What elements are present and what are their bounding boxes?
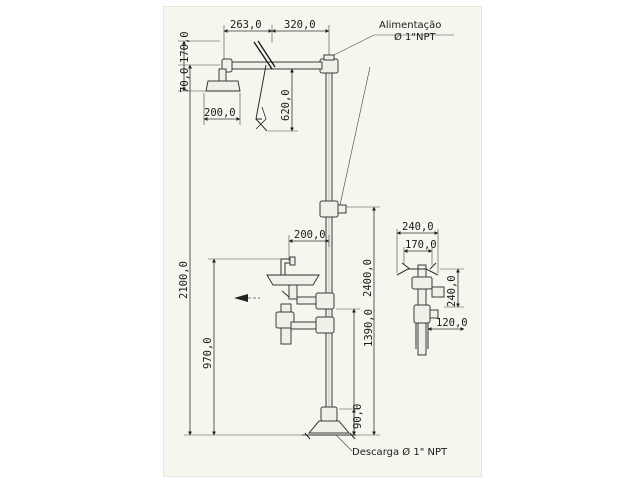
dim-2400 (346, 206, 380, 436)
dim-970 (208, 258, 282, 436)
dim-1390-label: 1390,0 (363, 309, 375, 347)
dim-side-170w-label: 170,0 (405, 239, 437, 251)
flow-arrow (234, 294, 260, 302)
dim-side-120-label: 120,0 (436, 317, 468, 329)
feed-size-label: Ø 1"NPT (394, 31, 437, 43)
feed-label: Alimentação (379, 20, 441, 31)
dim-620 (268, 68, 298, 132)
eyewash-basin (266, 256, 320, 300)
dim-70-label: 70,0 (179, 68, 191, 93)
dim-2100-label: 2100,0 (178, 261, 190, 299)
dim-90 (339, 408, 360, 436)
side-valve-detail (396, 262, 445, 356)
dim-970-label: 970,0 (202, 337, 214, 369)
feed-leader (333, 34, 454, 56)
dim-head-width (203, 93, 241, 125)
basin-piping (275, 292, 335, 345)
dim-top-horizontal (223, 25, 330, 59)
dim-620-label: 620,0 (280, 89, 292, 121)
dim-head-width-label: 200,0 (204, 107, 236, 119)
dim-basin-offset (288, 235, 330, 261)
dim-basin-offset-label: 200,0 (294, 229, 326, 241)
drain-label: Descarga Ø 1" NPT (352, 446, 448, 458)
supply-leader (339, 66, 371, 206)
dim-263-label: 263,0 (230, 19, 262, 31)
dim-head-height (178, 40, 220, 92)
shower-head (205, 68, 241, 92)
technical-drawing: 263,0 320,0 Alimentação Ø 1"NPT 170,0 70… (178, 19, 468, 458)
drain-leader (335, 434, 353, 452)
dim-side-240w (396, 229, 439, 273)
pull-handle (253, 40, 276, 132)
middle-valve-fitting (319, 200, 347, 218)
dim-side-240h (440, 268, 464, 308)
dim-side-240w-label: 240,0 (402, 221, 434, 233)
dim-side-240h-label: 240,0 (446, 275, 458, 307)
dim-170-label: 170,0 (179, 31, 191, 63)
dim-side-170w (403, 247, 433, 265)
dim-2400-label: 2400,0 (362, 259, 374, 297)
drawing-sheet: 263,0 320,0 Alimentação Ø 1"NPT 170,0 70… (163, 6, 482, 477)
shower-arm (221, 58, 323, 73)
dim-90-label: 90,0 (352, 404, 364, 429)
dim-2100 (184, 64, 304, 436)
dim-320-label: 320,0 (284, 19, 316, 31)
top-tee-fitting (319, 54, 339, 74)
floor-base (302, 406, 356, 440)
